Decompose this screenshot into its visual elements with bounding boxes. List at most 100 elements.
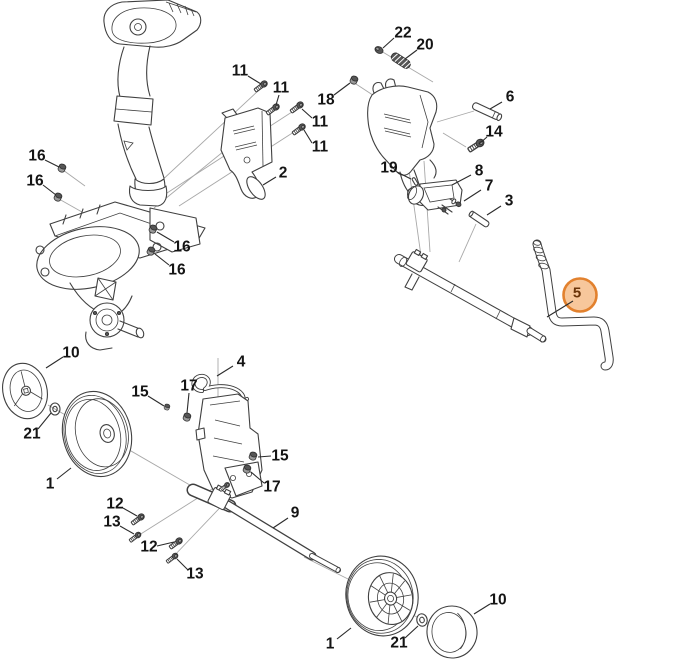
callout-16-17[interactable]: 16 (168, 262, 186, 279)
part-pin-3 (468, 210, 490, 228)
callout-leader-13 (119, 525, 135, 535)
callout-3-13[interactable]: 3 (505, 193, 514, 210)
callout-11-2[interactable]: 11 (232, 63, 249, 80)
part-pin-15 (163, 403, 171, 412)
part-gearbox-housing (35, 185, 206, 351)
callout-9-30[interactable]: 9 (291, 505, 300, 522)
callout-leader-1 (336, 627, 352, 640)
callout-10-33[interactable]: 10 (489, 592, 506, 609)
part-screw-7 (449, 198, 462, 208)
callout-14-8[interactable]: 14 (485, 124, 503, 141)
callout-leader-12 (156, 541, 175, 547)
callout-leader-19 (396, 171, 412, 180)
callout-leader-12 (122, 507, 138, 517)
part-ring-21-right (416, 613, 428, 627)
part-wheel-left (61, 390, 133, 478)
callout-leader-1 (56, 467, 72, 480)
callout-1-31[interactable]: 1 (326, 636, 335, 653)
part-nut-18 (348, 74, 360, 86)
callout-16-15[interactable]: 16 (26, 173, 44, 190)
callout-12-26[interactable]: 12 (106, 496, 123, 513)
highlight-group: 5 (546, 277, 598, 318)
callout-leader-16 (154, 253, 170, 266)
callout-15-21[interactable]: 15 (131, 384, 149, 401)
callout-12-28[interactable]: 12 (140, 539, 157, 556)
callout-16-16[interactable]: 16 (173, 239, 191, 256)
callout-leader-2 (262, 176, 277, 186)
part-bracket-2 (220, 107, 273, 200)
callout-6-7[interactable]: 6 (506, 89, 515, 106)
callout-leader-11 (275, 94, 280, 106)
part-swing-shaft (394, 248, 547, 343)
callout-leader-15 (147, 395, 165, 407)
part-adjuster-bracket (195, 393, 263, 499)
callout-leader-14 (478, 136, 488, 145)
callout-leader-21 (37, 412, 52, 430)
callout-leader-17 (186, 392, 190, 414)
callout-leader-15 (257, 455, 272, 458)
part-cap-22 (374, 46, 384, 54)
callout-16-14[interactable]: 16 (28, 148, 46, 165)
callout-19-10[interactable]: 19 (380, 160, 398, 177)
part-bolt-13 (164, 551, 180, 565)
highlight-callout-5[interactable]: 5 (573, 285, 581, 302)
part-wheel-right (345, 555, 419, 637)
callout-leader-3 (486, 205, 502, 216)
part-hubcap-right (426, 605, 478, 659)
callout-leader-16 (156, 231, 175, 243)
callout-1-20[interactable]: 1 (46, 476, 55, 493)
callout-15-24[interactable]: 15 (271, 448, 289, 465)
part-hubcap-left (2, 362, 48, 420)
part-axle-9 (186, 481, 341, 573)
callout-18-4[interactable]: 18 (317, 92, 335, 109)
part-spring-20 (390, 52, 412, 69)
leader-lines (37, 37, 503, 640)
callout-11-3[interactable]: 11 (273, 80, 290, 97)
callout-leader-8 (451, 174, 472, 186)
callout-leader-20 (404, 49, 418, 60)
callout-17-22[interactable]: 17 (180, 378, 197, 395)
callout-17-25[interactable]: 17 (263, 479, 280, 496)
part-bolt-12 (129, 512, 147, 527)
callout-8-11[interactable]: 8 (475, 163, 484, 180)
callout-21-32[interactable]: 21 (390, 635, 408, 652)
callout-13-29[interactable]: 13 (186, 566, 204, 583)
callout-leader-11 (247, 75, 262, 85)
callout-leader-6 (489, 101, 503, 110)
callout-leader-10 (45, 356, 64, 369)
part-wire-clip-4 (191, 373, 249, 403)
highlight-leader (546, 300, 574, 318)
callout-20-1[interactable]: 20 (416, 37, 433, 54)
callout-leader-21 (404, 625, 419, 639)
callout-11-6[interactable]: 11 (312, 139, 329, 156)
callout-leader-9 (272, 517, 289, 529)
callout-leader-18 (333, 82, 351, 96)
callout-leader-22 (382, 37, 395, 49)
callout-leader-16 (44, 159, 60, 168)
callout-leader-16 (42, 184, 57, 196)
callout-leader-11 (301, 108, 313, 119)
callout-21-19[interactable]: 21 (23, 426, 41, 443)
part-nut-17 (181, 411, 192, 423)
part-latch-8 (406, 179, 463, 215)
part-pin-19 (411, 177, 419, 186)
callout-leader-10 (473, 603, 491, 615)
callout-10-18[interactable]: 10 (62, 345, 79, 362)
callout-4-23[interactable]: 4 (237, 354, 246, 371)
highlight-circle-part-5[interactable] (562, 277, 598, 313)
callout-11-5[interactable]: 11 (312, 114, 329, 131)
part-pin-6 (471, 102, 503, 122)
callout-13-27[interactable]: 13 (103, 514, 121, 531)
callout-2-9[interactable]: 2 (279, 165, 288, 182)
callout-leader-7 (463, 189, 482, 202)
callout-22-0[interactable]: 22 (394, 25, 411, 42)
callout-leader-11 (303, 129, 313, 144)
callout-7-12[interactable]: 7 (485, 178, 494, 195)
part-bolt-14 (466, 137, 487, 154)
callout-leader-13 (176, 558, 189, 571)
callout-leader-4 (216, 365, 234, 377)
part-handle-column (103, 0, 202, 203)
